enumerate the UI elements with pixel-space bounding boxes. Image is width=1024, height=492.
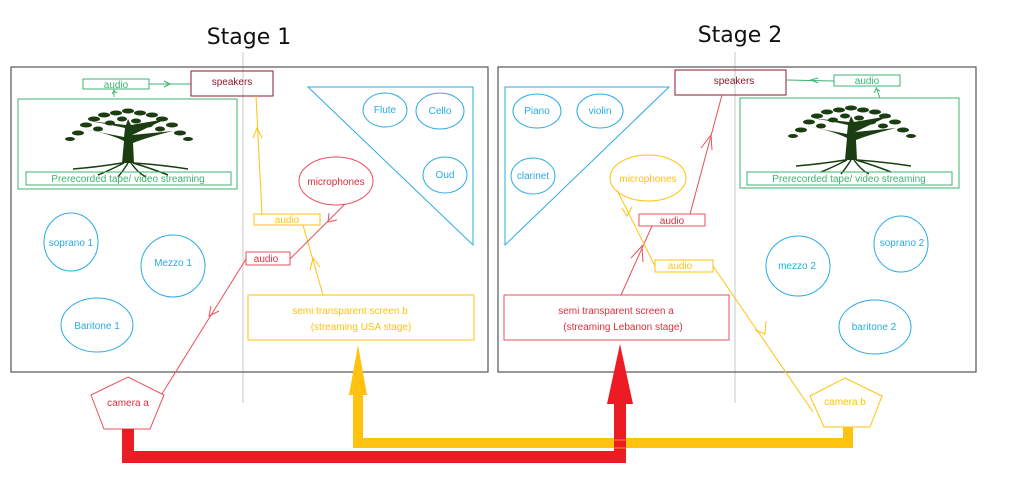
stream-camera-b-to-screen-b <box>353 393 853 448</box>
stage-1-speakers-label: speakers <box>212 77 253 88</box>
stage-2-camera-b <box>809 377 883 428</box>
stage-1-prerecorded-label: Prerecorded tape/ video streaming <box>51 174 204 185</box>
stage-1-mic-to-audio-line <box>289 203 346 260</box>
stage-1-instrument-cello <box>415 92 465 130</box>
stage-2-instrument-violin <box>576 93 624 129</box>
stage-1-instrument-oud <box>422 156 468 194</box>
stage-2-camera-b-label: camera b <box>824 397 866 408</box>
stage-1-screen-b-line2: (streaming USA stage) <box>311 322 412 333</box>
stage-2-instrument-clarinet-label: clarinet <box>517 171 549 182</box>
stage-1-tree-image <box>64 107 194 178</box>
stage-1-instrument-flute-label: Flute <box>374 105 397 116</box>
stage-2-frame <box>497 66 977 373</box>
stage-1-screen-b <box>247 294 475 341</box>
stage-2-microphones-label: microphones <box>619 174 676 185</box>
stage-2-prerecorded-label: Prerecorded tape/ video streaming <box>772 174 925 185</box>
stage-1-instrument-section <box>306 86 474 247</box>
stage-1-singer-baritone-1-label: Baritone 1 <box>74 321 120 332</box>
stage-2-screen-a-line1: semi transparent screen a <box>558 306 674 317</box>
stage-1-green-audio-label: audio <box>104 80 129 91</box>
stage-1-yellow-audio-label: audio <box>275 215 300 226</box>
stage-1-singer-soprano-1 <box>43 212 99 272</box>
stage-2-microphones <box>609 154 687 202</box>
stage-2-green-audio-label: audio <box>855 76 880 87</box>
stage-2-instrument-section <box>504 86 671 247</box>
stage-2-mic-to-audio-line <box>616 189 656 267</box>
stage-2-screen-a-line2: (streaming Lebanon stage) <box>563 322 683 333</box>
stream-red-arrowhead <box>607 344 633 404</box>
stage-1-yellow-audio-box <box>253 213 321 226</box>
stage-1-prerecorded-label-box <box>25 171 232 186</box>
stage-2-red-audio-label: audio <box>660 216 685 227</box>
stage-2-instrument-piano-label: Piano <box>524 106 550 117</box>
stage-2-screen-a <box>503 294 730 341</box>
stage-1-microphones-label: microphones <box>307 177 364 188</box>
stream-camera-a-to-screen-a <box>122 395 626 463</box>
stage-1-yellow-audio-to-speakers-arrow <box>255 95 263 215</box>
stage-2-singer-baritone-2 <box>838 299 912 355</box>
stage-1-singer-mezzo-1-label: Mezzo 1 <box>154 258 192 269</box>
stage-1-title: Stage 1 <box>207 25 292 50</box>
stage-1-frame <box>10 66 489 373</box>
stage-2-singer-mezzo-2-label: mezzo 2 <box>778 261 816 272</box>
stage-1-camera-a-label: camera a <box>107 398 149 409</box>
stage-2-singer-soprano-2 <box>873 215 929 273</box>
stage-2-singer-mezzo-2 <box>765 235 831 297</box>
stage-1-instrument-oud-label: Oud <box>436 170 455 181</box>
stage-1-singer-baritone-1 <box>60 297 134 353</box>
stage-2-yellow-audio-label: audio <box>668 261 693 272</box>
stage-2-tree-image <box>787 104 917 175</box>
stage-1-instrument-cello-label: Cello <box>429 106 452 117</box>
stage-2-title: Stage 2 <box>698 23 783 48</box>
stage-1-red-audio-label: audio <box>254 254 279 265</box>
stage-2-instrument-piano <box>512 93 562 129</box>
stage-1-singer-soprano-1-label: soprano 1 <box>49 238 94 249</box>
stage-1-microphones <box>298 156 374 206</box>
stage-2-red-audio-box <box>638 213 706 227</box>
stage-1-instrument-flute <box>362 92 408 128</box>
stage-2-speakers-label: speakers <box>714 76 755 87</box>
stage-2-speakers <box>674 69 787 96</box>
stream-yellow-arrowhead <box>349 345 367 395</box>
stage-2-green-audio-to-speakers-arrow <box>785 79 835 82</box>
stage-2-audio-to-camera-line <box>712 265 814 413</box>
stage-2-audio-to-speakers-arrow <box>689 94 723 215</box>
stage-2-instrument-violin-label: violin <box>589 106 612 117</box>
stage-1-audio-to-camera-line <box>159 258 247 398</box>
stage-2-prerecorded-box <box>739 97 960 189</box>
stage-2-prerecorded-label-box <box>746 171 953 186</box>
stage-1-screen-b-line1: semi transparent screen b <box>292 306 408 317</box>
stage-1-singer-mezzo-1 <box>140 234 206 298</box>
stage-2-singer-soprano-2-label: soprano 2 <box>880 238 925 249</box>
stage-2-instrument-clarinet <box>510 157 556 195</box>
stage-1-speakers <box>190 70 274 97</box>
stage-2-singer-baritone-2-label: baritone 2 <box>852 322 897 333</box>
stage-1-prerecorded-box <box>17 98 238 190</box>
stage-2-screen-to-audio-line <box>620 225 653 296</box>
